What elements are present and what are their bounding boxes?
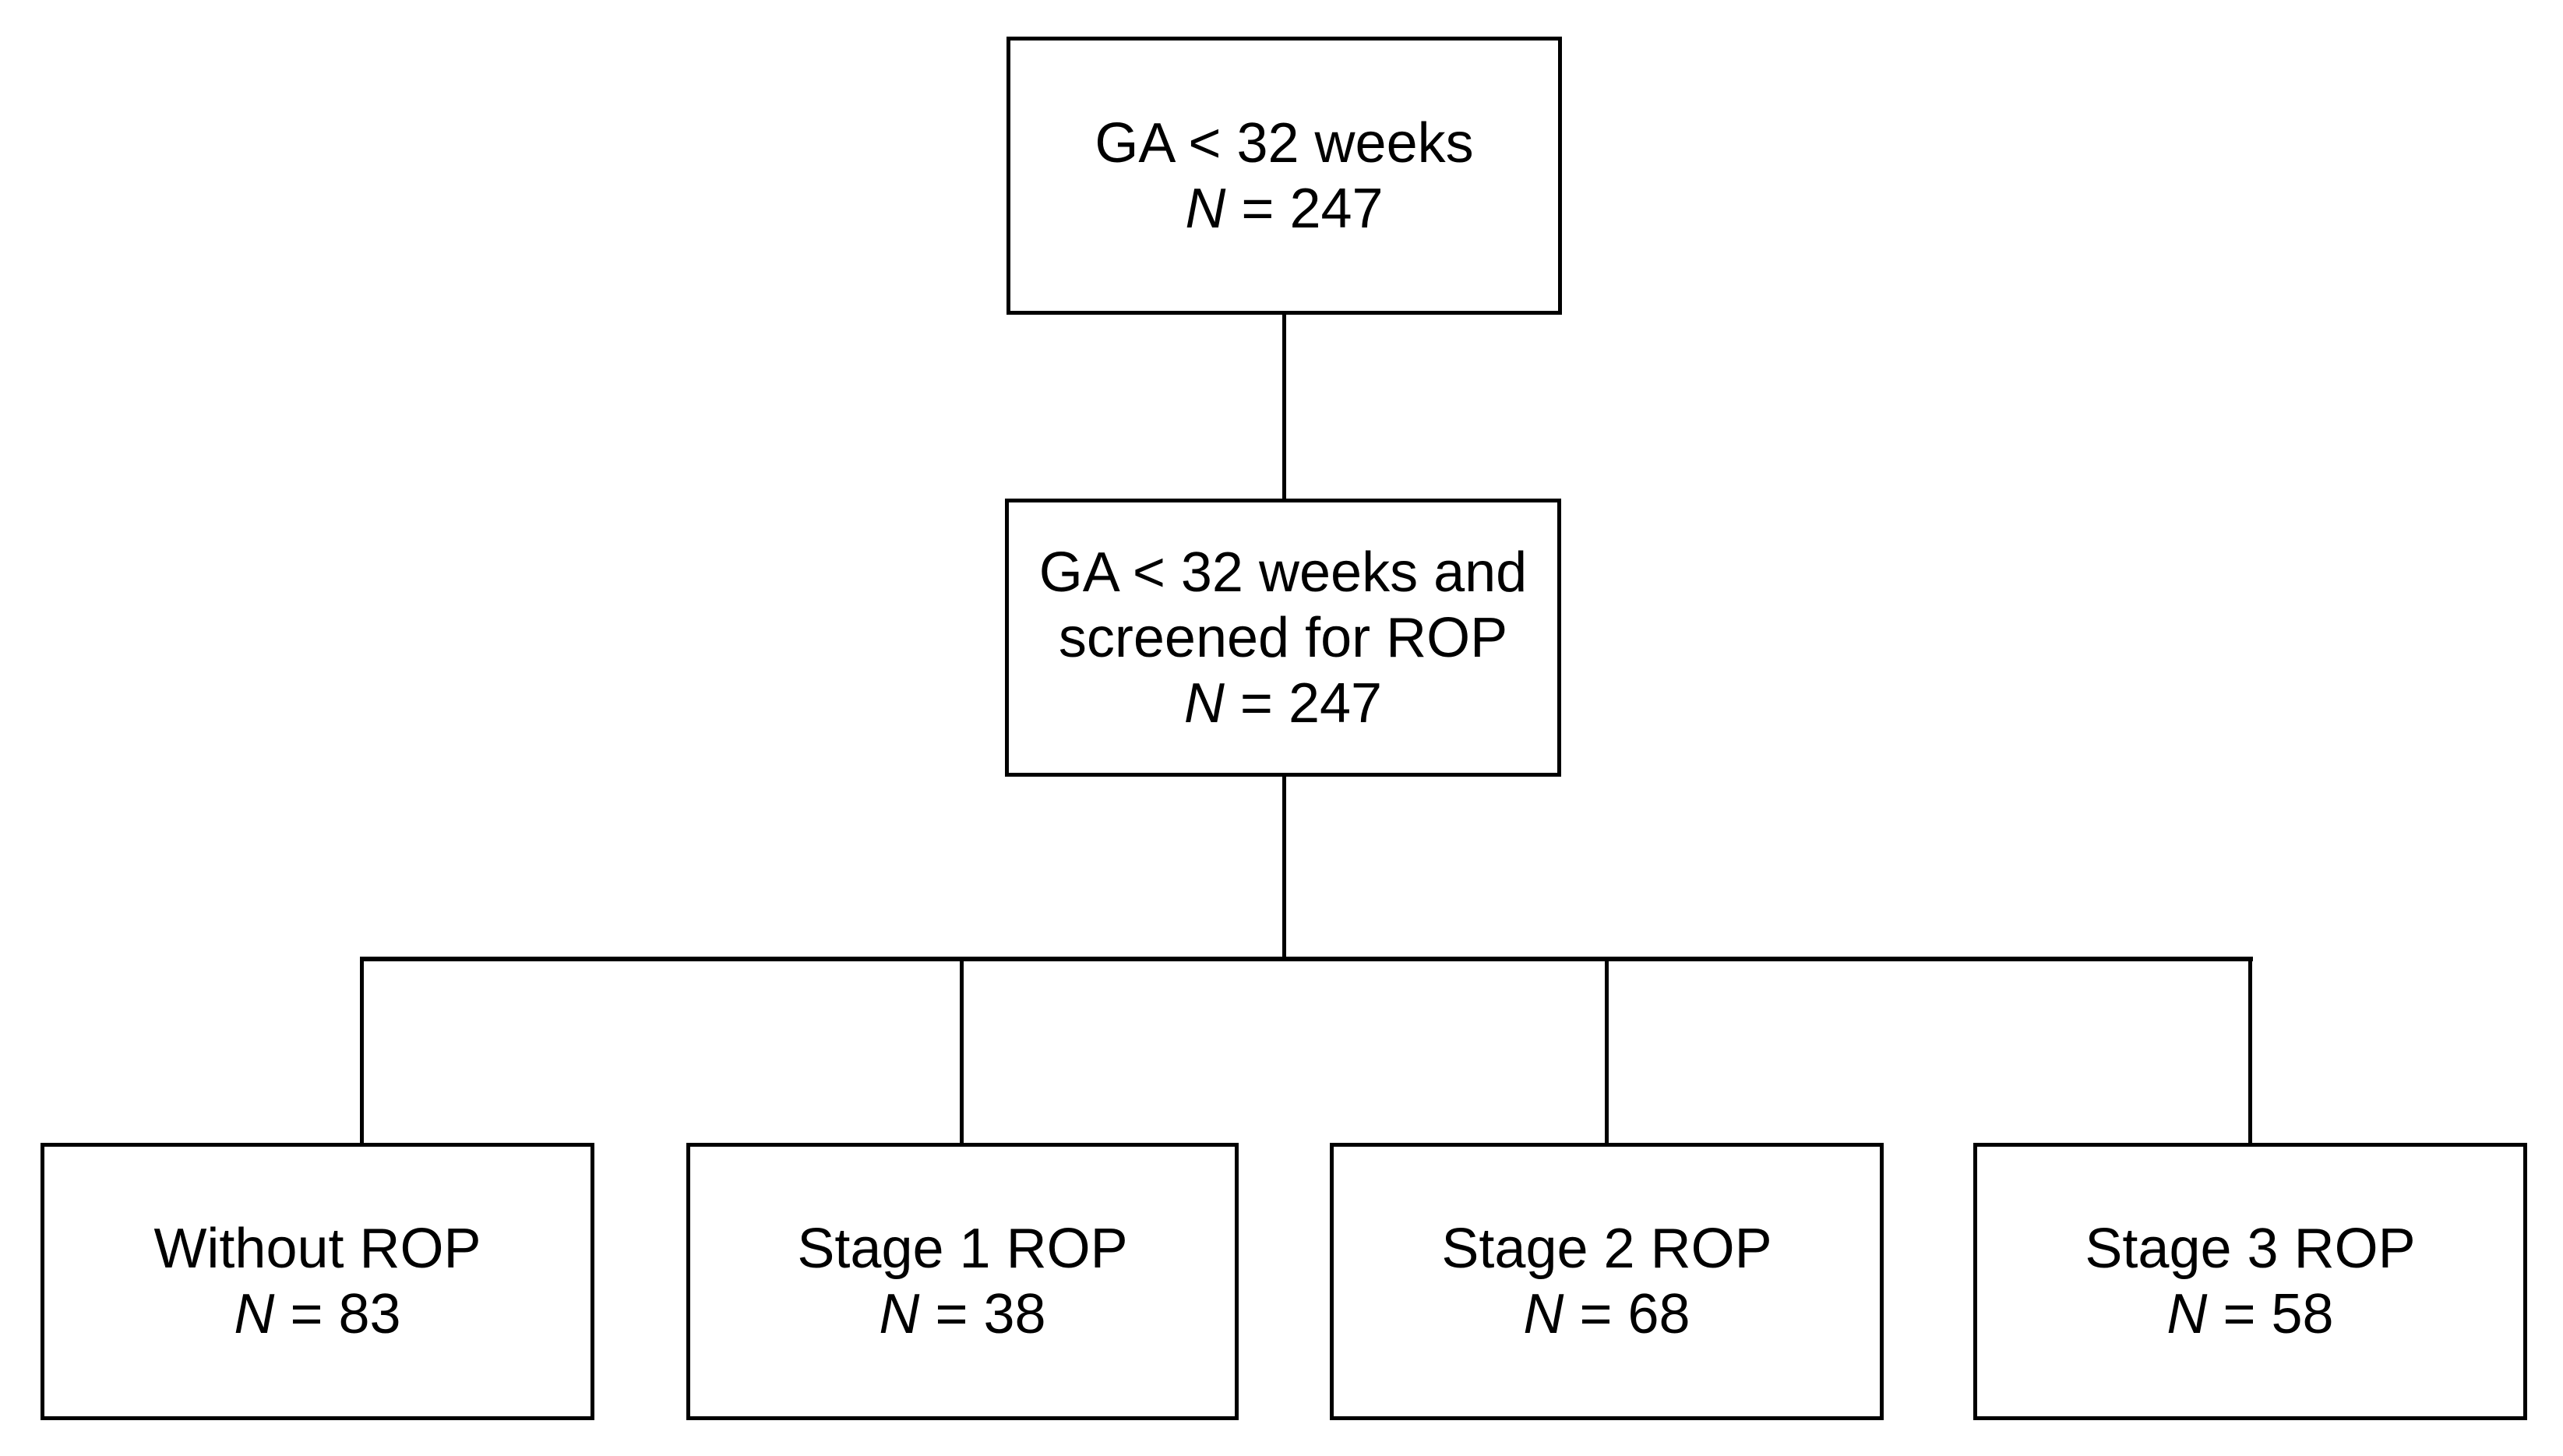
flowchart-node-ga-under-32-weeks: GA < 32 weeks N = 247 [1007,37,1562,315]
flowchart-node-without-rop: Without ROP N = 83 [41,1143,594,1420]
flowchart-node-stage-1-rop: Stage 1 ROP N = 38 [686,1143,1239,1420]
node-n-line: N = 247 [1184,671,1382,736]
n-value: = 83 [290,1283,401,1345]
node-label-line: GA < 32 weeks [1095,111,1474,175]
node-label-line: Stage 3 ROP [2085,1218,2416,1280]
node-label-line: Stage 2 ROP [1441,1218,1772,1280]
connector-drop-stage2 [1605,960,1609,1144]
n-symbol: N [1183,672,1225,735]
connector-screened-to-branch-bar [1282,775,1286,960]
node-n-line: N = 247 [1185,176,1383,241]
n-symbol: N [1185,177,1226,240]
node-label-line: screened for ROP [1058,606,1508,669]
connector-drop-without-rop [360,960,364,1144]
node-label-line: Without ROP [153,1218,481,1280]
connector-root-to-screened [1282,313,1286,500]
connector-branch-bar [360,957,2253,961]
n-value: = 247 [1239,672,1383,735]
n-symbol: N [2166,1283,2208,1345]
node-label-line: Stage 1 ROP [797,1218,1128,1280]
node-n-line: N = 38 [879,1281,1045,1347]
node-n-line: N = 68 [1523,1281,1690,1347]
n-symbol: N [234,1283,275,1345]
flowchart-node-screened-for-rop: GA < 32 weeks and screened for ROP N = 2… [1005,499,1561,777]
n-value: = 247 [1241,177,1384,240]
n-symbol: N [879,1283,920,1345]
node-n-line: N = 83 [234,1281,400,1347]
n-value: = 68 [1579,1283,1690,1345]
node-label-line: GA < 32 weeks and [1038,541,1528,604]
node-n-line: N = 58 [2166,1281,2333,1347]
flowchart-node-stage-2-rop: Stage 2 ROP N = 68 [1330,1143,1884,1420]
n-value: = 38 [935,1283,1046,1345]
n-value: = 58 [2223,1283,2334,1345]
connector-drop-stage3 [2248,960,2252,1144]
n-symbol: N [1523,1283,1564,1345]
flowchart-node-stage-3-rop: Stage 3 ROP N = 58 [1973,1143,2527,1420]
connector-drop-stage1 [960,960,964,1144]
